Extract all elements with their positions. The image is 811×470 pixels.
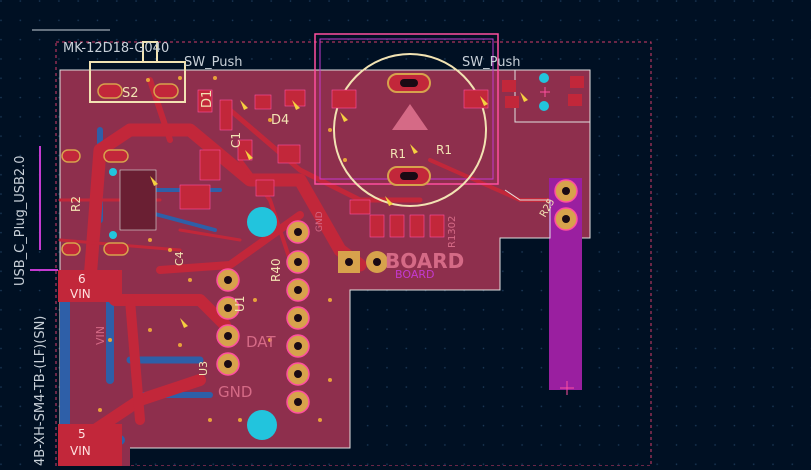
label-usb-connector: USB_C_Plug_USB2.0 bbox=[13, 155, 28, 286]
label-jst-connector: 4B-XH-SM4-TB-(LF)(SN) bbox=[33, 316, 48, 466]
label-pin6-num: 6 bbox=[78, 272, 86, 286]
vias bbox=[98, 76, 347, 422]
label-c4: C4 bbox=[173, 251, 186, 266]
label-pin6-name: VIN bbox=[70, 287, 91, 301]
label-u1: U1 bbox=[233, 296, 247, 312]
label-d1: D1 bbox=[200, 90, 215, 108]
label-sw-push-right: SW_Push bbox=[462, 55, 520, 70]
label-s2: S2 bbox=[122, 86, 139, 101]
label-sw-push-left: SW_Push bbox=[184, 55, 242, 70]
drc-markers bbox=[150, 92, 528, 328]
label-pin5-num: 5 bbox=[78, 427, 86, 441]
usb-pads bbox=[61, 149, 157, 256]
label-gnd: GND bbox=[218, 383, 252, 401]
silkscreen-labels: MK-12D18-G040 SW_Push SW_Push USB_C_Plug… bbox=[13, 41, 557, 466]
label-r40: R40 bbox=[269, 258, 283, 282]
header-pins bbox=[216, 179, 578, 414]
label-c1: C1 bbox=[229, 132, 243, 148]
mounting-holes bbox=[109, 168, 277, 440]
label-r1302: R1302 bbox=[447, 216, 458, 248]
right-connector-outline bbox=[504, 189, 551, 239]
label-vin-side: VIN bbox=[94, 326, 107, 345]
label-r1b: R1 bbox=[436, 143, 452, 157]
label-pin5-name: VIN bbox=[70, 444, 91, 458]
small-switch bbox=[502, 69, 591, 123]
label-mk-switch: MK-12D18-G040 bbox=[63, 41, 169, 56]
label-board: BOARD bbox=[385, 249, 464, 273]
top-smd-pads bbox=[179, 89, 489, 238]
switch-outline bbox=[314, 33, 499, 207]
label-d4: D4 bbox=[271, 113, 289, 128]
label-board-2: BOARD bbox=[395, 268, 434, 281]
label-r1: R1 bbox=[390, 147, 406, 161]
power-pads bbox=[30, 269, 122, 466]
label-r2: R2 bbox=[69, 196, 83, 212]
label-gnd-2: GND bbox=[315, 211, 325, 232]
s2-pads bbox=[89, 41, 186, 103]
label-dat: DAT bbox=[246, 333, 276, 351]
label-u3: U3 bbox=[197, 361, 210, 376]
